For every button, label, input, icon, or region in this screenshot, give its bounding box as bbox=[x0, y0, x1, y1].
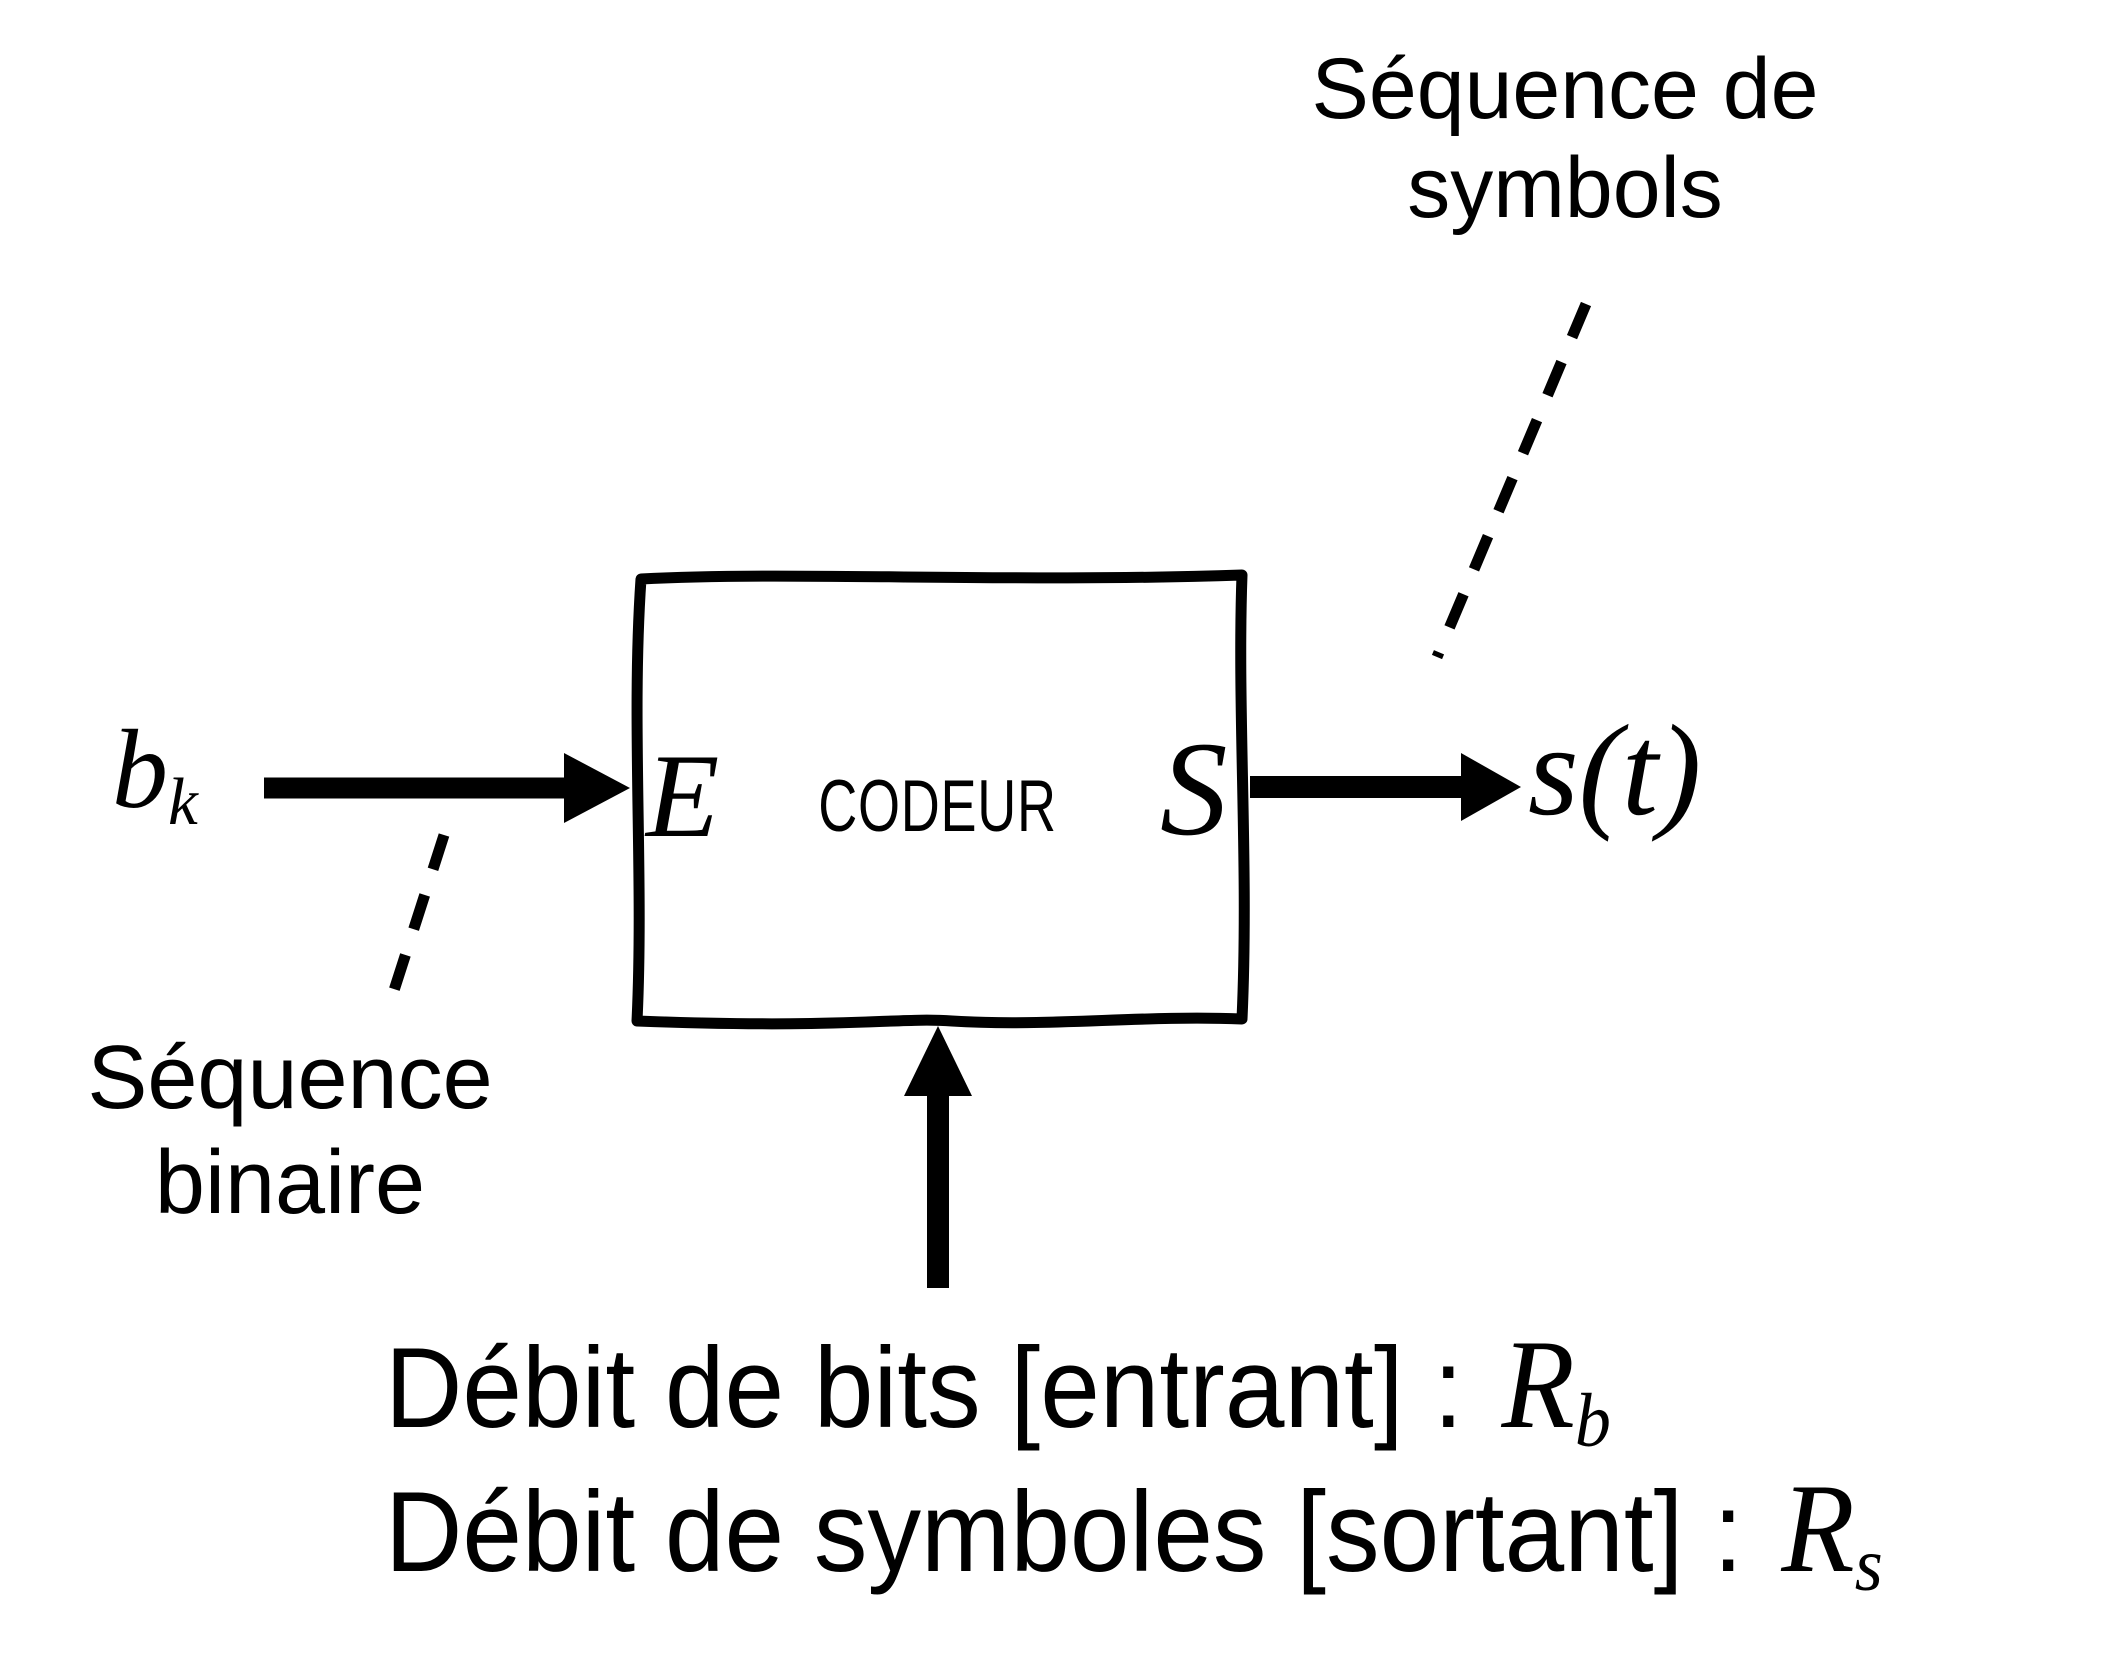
input-signal-label: bk bbox=[112, 714, 198, 835]
output-sequence-annotation: Séquence de symbols bbox=[1150, 40, 1980, 238]
bit-rate-symbol-subscript: b bbox=[1574, 1378, 1611, 1464]
output-sequence-annotation-line2: symbols bbox=[1407, 139, 1723, 236]
input-callout-dashed-line bbox=[383, 833, 450, 1008]
symbol-rate-symbol-subscript: s bbox=[1854, 1522, 1883, 1608]
input-signal-subscript: k bbox=[168, 763, 198, 839]
output-callout-dashed-line bbox=[1431, 301, 1592, 660]
bit-rate-caption: Débit de bits [entrant] : Rb bbox=[385, 1314, 1611, 1463]
output-signal-label: s(t) bbox=[1528, 699, 1702, 843]
input-sequence-annotation-line1: Séquence bbox=[87, 1028, 493, 1128]
output-arrow bbox=[1250, 753, 1521, 821]
symbol-rate-symbol: Rs bbox=[1781, 1457, 1882, 1607]
codeur-box-title: CODEUR bbox=[818, 766, 1057, 847]
symbol-rate-caption-text: Débit de symboles [sortant] : bbox=[385, 1469, 1743, 1596]
symbol-rate-symbol-base: R bbox=[1781, 1457, 1855, 1599]
symbol-rate-arrow bbox=[904, 1026, 972, 1288]
bit-rate-symbol-base: R bbox=[1501, 1313, 1575, 1455]
output-port-label: S bbox=[1160, 715, 1228, 864]
bit-rate-caption-text: Débit de bits [entrant] : bbox=[385, 1325, 1464, 1452]
codeur-box bbox=[631, 569, 1250, 1030]
input-sequence-annotation: Séquence binaire bbox=[35, 1026, 545, 1237]
symbol-rate-caption: Débit de symboles [sortant] : Rs bbox=[385, 1458, 1883, 1607]
input-signal-base: b bbox=[112, 708, 168, 832]
input-sequence-annotation-line2: binaire bbox=[154, 1133, 426, 1234]
input-port-label: E bbox=[646, 729, 720, 862]
output-sequence-annotation-line1: Séquence de bbox=[1311, 41, 1819, 137]
input-arrow bbox=[264, 753, 630, 823]
bit-rate-symbol: Rb bbox=[1501, 1313, 1611, 1463]
